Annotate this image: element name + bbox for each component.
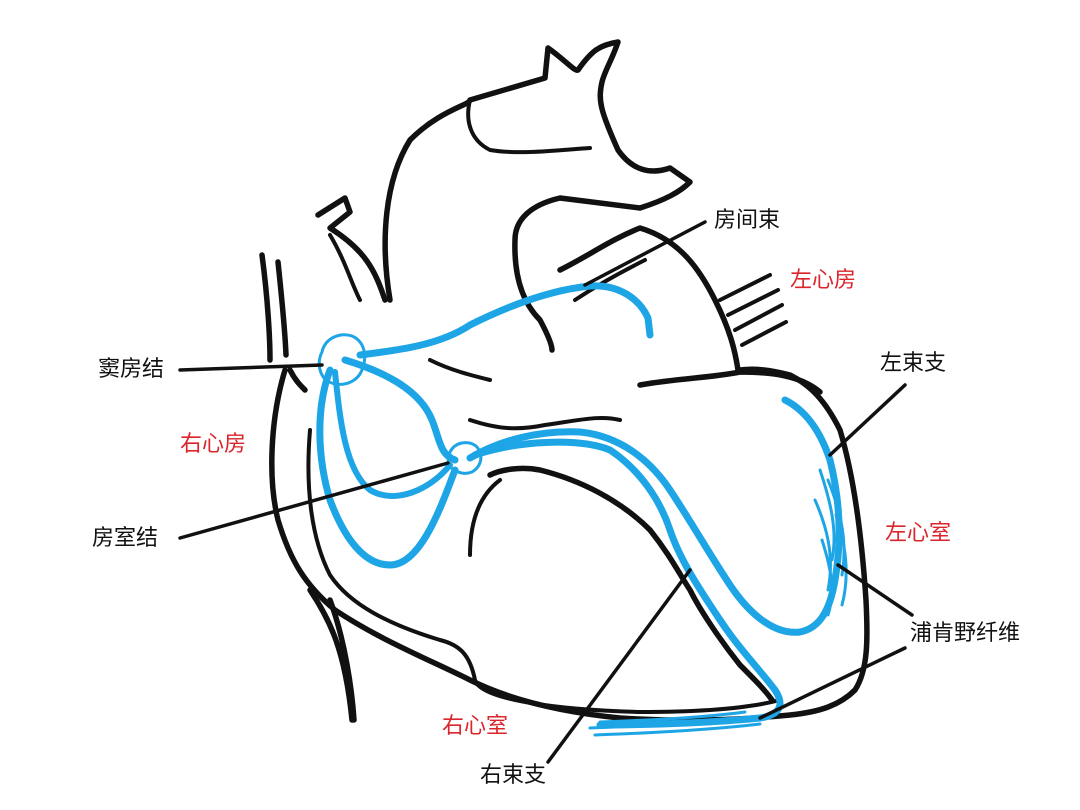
- right-ventricle-label: 右心室: [442, 714, 508, 739]
- pulmonary-artery-inner: [575, 260, 645, 300]
- aorta-inner-outline: [468, 100, 590, 152]
- purkinje-fibers-label: 浦肯野纤维: [910, 621, 1020, 646]
- left-atrium-label: 左心房: [790, 268, 856, 293]
- aorta-outline: [385, 42, 690, 350]
- right-ventricle-inner-outline: [470, 480, 500, 555]
- sa-node-label: 窦房结: [98, 357, 164, 382]
- atrial-inner-lines: [430, 360, 620, 428]
- right-bundle-branch-path: [475, 442, 780, 725]
- pulmonary-artery-outline: [560, 228, 738, 370]
- bachmann-bundle-label: 房间束: [714, 208, 780, 233]
- left-bundle-branch-label: 左束支: [880, 351, 946, 376]
- bachmann-bundle-path: [360, 286, 650, 355]
- sa-node-leader: [180, 365, 322, 370]
- internodal-pathway: [345, 360, 455, 460]
- av-node-label: 房室结: [92, 526, 158, 551]
- conduction-system: [319, 286, 846, 735]
- inferior-vena-cava-outline: [310, 590, 354, 720]
- leader-lines: [180, 222, 912, 762]
- purkinje-leader-upper: [838, 565, 912, 615]
- right-atrium-label: 右心房: [180, 432, 246, 457]
- left-ventricle-label: 左心室: [885, 521, 951, 546]
- his-bundle-left-branch: [470, 400, 839, 632]
- right-bundle-branch-label: 右束支: [480, 763, 546, 788]
- left-bundle-leader: [830, 385, 905, 455]
